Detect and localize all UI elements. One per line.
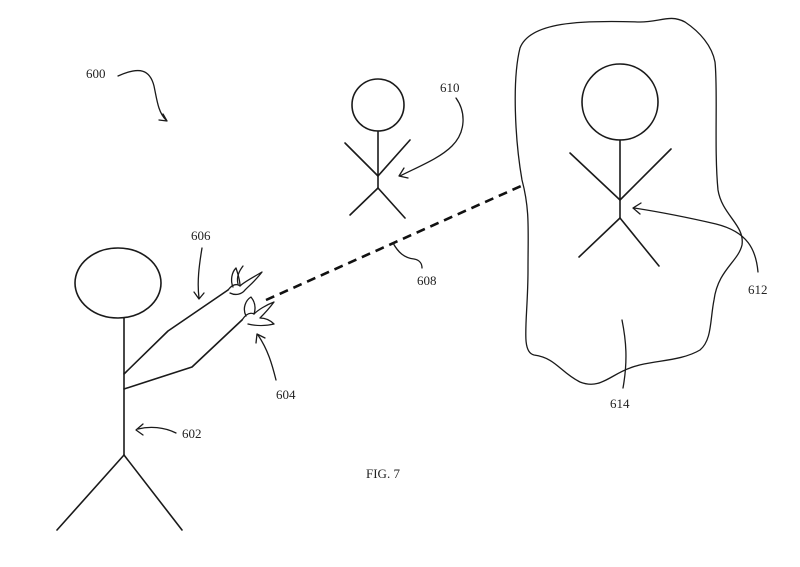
leader-612 [633, 207, 759, 273]
label-602: 602 [182, 426, 202, 441]
user-right-leg [123, 454, 183, 531]
person-612-right-leg [619, 217, 660, 267]
user-left-leg [56, 454, 125, 531]
label-606: 606 [191, 228, 211, 243]
arrowhead-604-icon [255, 333, 266, 344]
label-600: 600 [86, 66, 106, 81]
arrowhead-610-icon [398, 167, 409, 179]
arrowhead-612-icon [632, 202, 642, 215]
label-604: 604 [276, 387, 296, 402]
arrowhead-602-icon [135, 423, 144, 436]
person-610-head [351, 78, 405, 132]
hand-upper-finger-2 [236, 265, 244, 285]
person-610-left-arm [344, 142, 379, 177]
virtual-region-outline [514, 17, 743, 385]
person-610-right-leg [377, 187, 406, 219]
hand-upper [227, 271, 263, 296]
leader-610 [399, 97, 464, 177]
user-stick-figure [56, 247, 275, 531]
user-arm-upper-outline [123, 289, 229, 375]
hand-lower-finger [243, 296, 256, 317]
person-612-left-leg [578, 217, 621, 258]
leader-600 [117, 69, 167, 121]
person-610-left-leg [349, 187, 379, 216]
physical-person-stick-figure [344, 78, 411, 219]
person-610-right-arm [377, 139, 411, 177]
virtual-person-stick-figure [569, 63, 672, 267]
label-610: 610 [440, 80, 460, 95]
leader-608 [392, 242, 423, 269]
person-612-right-arm [619, 148, 672, 201]
hand-lower [241, 301, 275, 327]
person-612-left-arm [569, 152, 621, 201]
leader-604 [257, 334, 277, 381]
leader-606 [197, 247, 203, 299]
hand-upper-finger [230, 267, 241, 288]
person-612-head [581, 63, 659, 141]
figure-caption: FIG. 7 [366, 466, 400, 481]
label-614: 614 [610, 396, 630, 411]
label-612: 612 [748, 282, 768, 297]
label-608: 608 [417, 273, 437, 288]
arrowhead-606-icon [193, 291, 205, 300]
user-head [74, 247, 162, 319]
leader-614 [621, 319, 627, 389]
arrowhead-600-icon [158, 113, 168, 122]
user-arm-lower-outline [123, 319, 243, 390]
leader-602 [137, 426, 177, 434]
